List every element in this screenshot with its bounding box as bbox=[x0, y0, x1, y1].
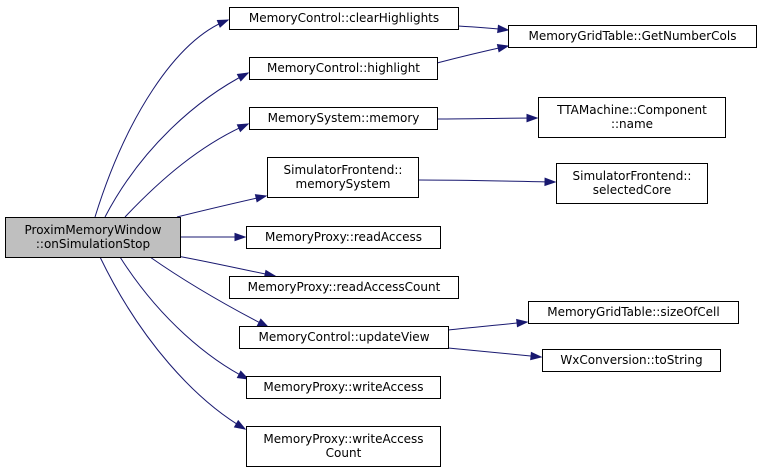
edge-line bbox=[417, 179, 556, 183]
edge-root-to-clearHighlights bbox=[94, 19, 230, 218]
edge-line bbox=[436, 117, 538, 120]
node-readAccessCount[interactable]: MemoryProxy::readAccessCount bbox=[229, 276, 459, 299]
node-label: SimulatorFrontend:: bbox=[284, 163, 403, 177]
node-box[interactable] bbox=[246, 376, 441, 399]
edge-line bbox=[176, 255, 276, 277]
node-label: ::name bbox=[611, 117, 653, 131]
arrow-head bbox=[497, 24, 510, 34]
node-box[interactable] bbox=[246, 426, 441, 467]
arrow-head bbox=[254, 194, 268, 203]
node-box[interactable] bbox=[229, 276, 459, 299]
node-highlight[interactable]: MemoryControl::highlight bbox=[249, 57, 438, 80]
edge-line bbox=[176, 195, 267, 218]
node-box[interactable] bbox=[556, 163, 708, 204]
node-box[interactable] bbox=[267, 157, 419, 198]
node-clearHighlights[interactable]: MemoryControl::clearHighlights bbox=[229, 7, 459, 30]
node-label: ::onSimulationStop bbox=[36, 237, 150, 251]
edge-line bbox=[99, 256, 246, 430]
arrow-head bbox=[216, 19, 230, 28]
node-label: MemoryProxy::readAccessCount bbox=[248, 280, 441, 294]
edge-updateView-to-sizeOfCell bbox=[447, 318, 529, 331]
arrow-head bbox=[233, 419, 247, 430]
node-selectedCore[interactable]: SimulatorFrontend::selectedCore bbox=[556, 163, 708, 204]
edge-root-to-writeAccess bbox=[119, 256, 250, 380]
node-componentName[interactable]: TTAMachine::Component::name bbox=[538, 97, 726, 138]
edge-root-to-readAccess bbox=[180, 232, 247, 242]
node-box[interactable] bbox=[542, 349, 721, 372]
arrow-head bbox=[544, 177, 557, 187]
arrow-head bbox=[234, 232, 247, 242]
node-memorySystem[interactable]: SimulatorFrontend::memorySystem bbox=[267, 157, 419, 198]
arrow-head bbox=[516, 318, 529, 328]
node-label: MemoryProxy::writeAccess bbox=[263, 432, 423, 446]
node-label: MemoryProxy::writeAccess bbox=[263, 380, 423, 394]
arrow-head bbox=[256, 318, 270, 328]
node-label: TTAMachine::Component bbox=[556, 103, 707, 117]
node-updateView[interactable]: MemoryControl::updateView bbox=[239, 326, 449, 349]
node-box[interactable] bbox=[229, 7, 459, 30]
edge-root-to-readAccessCount bbox=[176, 255, 277, 279]
node-toString[interactable]: WxConversion::toString bbox=[542, 349, 721, 372]
node-box[interactable] bbox=[249, 57, 438, 80]
edge-memory-to-componentName bbox=[436, 113, 539, 123]
node-label: MemoryGridTable::sizeOfCell bbox=[547, 305, 719, 319]
node-label: MemoryGridTable::GetNumberCols bbox=[528, 29, 736, 43]
edge-line bbox=[94, 19, 229, 218]
arrow-head bbox=[526, 113, 539, 123]
node-label: ProximMemoryWindow bbox=[25, 223, 162, 237]
node-label: MemoryControl::clearHighlights bbox=[249, 11, 439, 25]
edge-line bbox=[447, 347, 542, 358]
edge-root-to-updateView bbox=[149, 256, 270, 328]
edge-updateView-to-toString bbox=[447, 347, 543, 361]
edge-root-to-memorySystem bbox=[176, 194, 268, 218]
node-box[interactable] bbox=[239, 326, 449, 349]
edge-line bbox=[124, 123, 249, 218]
edge-line bbox=[447, 321, 528, 331]
arrow-head bbox=[496, 44, 510, 53]
edge-clearHighlights-to-getNumberCols bbox=[457, 24, 510, 34]
node-label: MemorySystem::memory bbox=[268, 111, 420, 125]
edge-line bbox=[119, 256, 249, 380]
arrow-head bbox=[236, 72, 250, 82]
edge-root-to-writeAccessCount bbox=[99, 256, 247, 430]
node-label: MemoryControl::updateView bbox=[258, 330, 429, 344]
node-label: Count bbox=[326, 446, 362, 460]
node-readAccess[interactable]: MemoryProxy::readAccess bbox=[246, 226, 441, 249]
edge-root-to-highlight bbox=[104, 72, 250, 218]
edge-highlight-to-getNumberCols bbox=[436, 44, 510, 64]
node-writeAccess[interactable]: MemoryProxy::writeAccess bbox=[246, 376, 441, 399]
node-label: MemoryProxy::readAccess bbox=[265, 230, 422, 244]
node-label: memorySystem bbox=[296, 177, 391, 191]
node-box[interactable] bbox=[249, 107, 438, 130]
node-memory[interactable]: MemorySystem::memory bbox=[249, 107, 438, 130]
node-box[interactable] bbox=[538, 97, 726, 138]
node-getNumberCols[interactable]: MemoryGridTable::GetNumberCols bbox=[508, 25, 757, 48]
node-box[interactable] bbox=[508, 25, 757, 48]
edge-line bbox=[149, 256, 269, 328]
node-box[interactable] bbox=[5, 217, 181, 258]
arrow-head bbox=[236, 123, 250, 133]
node-label: WxConversion::toString bbox=[560, 353, 702, 367]
node-root[interactable]: ProximMemoryWindow::onSimulationStop bbox=[5, 217, 181, 258]
node-label: SimulatorFrontend:: bbox=[573, 169, 692, 183]
edge-root-to-memory bbox=[124, 123, 250, 218]
edge-line bbox=[436, 45, 509, 64]
edges-layer bbox=[94, 19, 557, 430]
node-box[interactable] bbox=[528, 301, 739, 324]
node-box[interactable] bbox=[246, 226, 441, 249]
edge-line bbox=[104, 72, 249, 218]
arrow-head bbox=[530, 351, 543, 361]
edge-memorySystem-to-selectedCore bbox=[417, 177, 557, 187]
node-label: MemoryControl::highlight bbox=[267, 61, 420, 75]
node-label: selectedCore bbox=[593, 183, 671, 197]
node-sizeOfCell[interactable]: MemoryGridTable::sizeOfCell bbox=[528, 301, 739, 324]
nodes-layer: ProximMemoryWindow::onSimulationStopMemo… bbox=[5, 7, 757, 467]
arrow-head bbox=[236, 370, 250, 380]
